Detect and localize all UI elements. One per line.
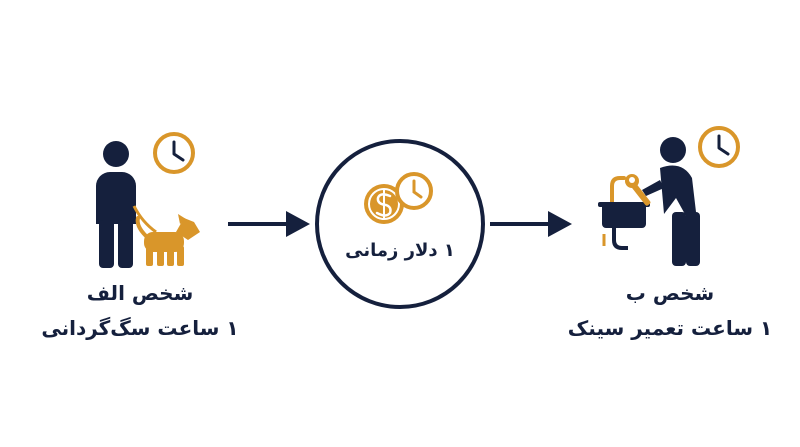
person-a-icon (96, 141, 136, 268)
clock-icon-center (395, 172, 433, 210)
sink-icon (598, 176, 650, 250)
dog-icon (135, 214, 200, 266)
person-b-service: ۱ ساعت تعمیر سینک (567, 316, 773, 340)
clock-icon-a (153, 132, 195, 174)
wrench-icon (625, 174, 651, 206)
time-dollar-label: ۱ دلار زمانی (345, 240, 455, 261)
time-dollar-circle (315, 139, 485, 309)
person-a-service: ۱ ساعت سگ‌گردانی (41, 316, 239, 340)
leash-line (132, 205, 157, 234)
person-a-name: شخص الف (86, 281, 194, 305)
person-b-name: شخص ب (625, 281, 715, 305)
plumber-icon (642, 137, 700, 266)
arrow-a-to-center (228, 211, 310, 237)
coin-icon (364, 184, 404, 224)
arrow-center-to-b (490, 211, 572, 237)
clock-icon-b (698, 126, 740, 168)
